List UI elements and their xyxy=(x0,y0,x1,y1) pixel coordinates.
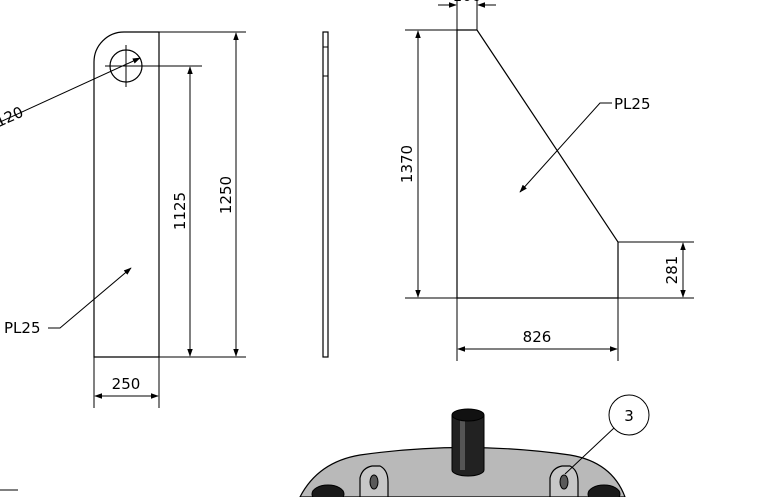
dim-text-1250: 1250 xyxy=(217,176,235,214)
balloon-circle xyxy=(608,394,650,436)
plate-2-label: PL25 xyxy=(614,95,651,113)
dim-text-1125: 1125 xyxy=(171,192,189,230)
plate-1-leader xyxy=(48,267,132,329)
central-tube-top xyxy=(451,408,485,422)
plate-2-leader xyxy=(519,102,612,193)
left-lug-hole xyxy=(369,474,379,490)
balloon-leader xyxy=(564,427,615,475)
central-tube-body xyxy=(451,414,485,477)
side-view-outline xyxy=(322,31,329,358)
hole-leader xyxy=(0,57,141,123)
dim-text-250: 250 xyxy=(112,375,141,393)
plate-2-outline xyxy=(456,29,619,299)
plate-2-view: 100 1370 281 826 PL25 xyxy=(398,0,694,361)
central-tube-highlight xyxy=(460,418,465,470)
left-bolt xyxy=(311,484,345,497)
hole-label: Ø120 xyxy=(0,103,26,136)
assembly-view: 3 xyxy=(0,394,650,497)
plate-1-outline xyxy=(93,31,160,358)
right-bolt xyxy=(587,484,621,497)
plate-1-side-view xyxy=(322,31,329,358)
plate-1-view: Ø120 1125 1250 250 PL25 xyxy=(0,31,246,408)
dim-text-1370: 1370 xyxy=(398,145,416,183)
dim-text-281: 281 xyxy=(663,256,681,285)
dim-text-826: 826 xyxy=(523,328,552,346)
balloon-number: 3 xyxy=(624,407,634,425)
right-lug-hole xyxy=(559,474,569,490)
dim-text-top: 100 xyxy=(453,0,482,5)
plate-1-label: PL25 xyxy=(4,319,41,337)
